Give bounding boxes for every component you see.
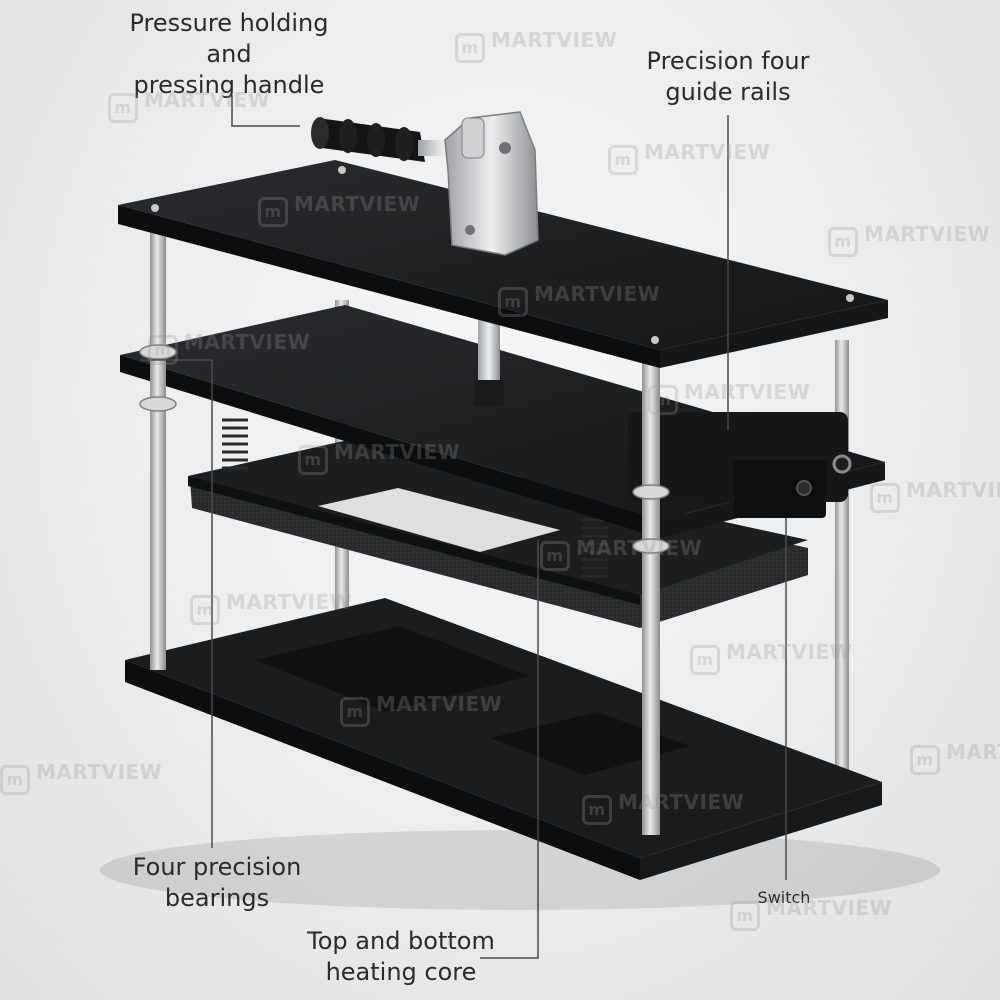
bearing-4 — [632, 538, 670, 554]
bearing-1 — [139, 344, 177, 360]
shaft-nut — [474, 380, 504, 406]
leader-bearings — [140, 359, 213, 848]
bearing-2 — [139, 396, 177, 412]
callout-precision-bearings: Four precision bearings — [132, 853, 302, 912]
spring-right — [582, 518, 608, 578]
callout-guide-rails: Precision four guide rails — [646, 47, 810, 106]
switch-button — [796, 480, 812, 496]
callout-switch: Switch — [757, 888, 811, 907]
spring-left — [222, 418, 248, 470]
heating-pad — [318, 488, 560, 552]
base-recess-right — [490, 712, 690, 775]
guide-rail-front-left — [150, 230, 166, 670]
leader-handle — [231, 95, 300, 127]
base-recess-left — [255, 626, 530, 712]
leader-heating — [480, 540, 539, 959]
base-plate — [125, 598, 882, 880]
toggle-clamp-body — [444, 111, 539, 256]
bearing-3 — [632, 484, 670, 500]
callout-pressure-handle: Pressure holding and pressing handle — [129, 9, 329, 99]
switch-housing — [628, 412, 852, 518]
guide-rail-front-right — [642, 345, 660, 835]
callout-heating-core: Top and bottom heating core — [307, 927, 495, 986]
pressing-shaft — [478, 318, 500, 390]
guide-rail-back-right — [835, 340, 849, 790]
